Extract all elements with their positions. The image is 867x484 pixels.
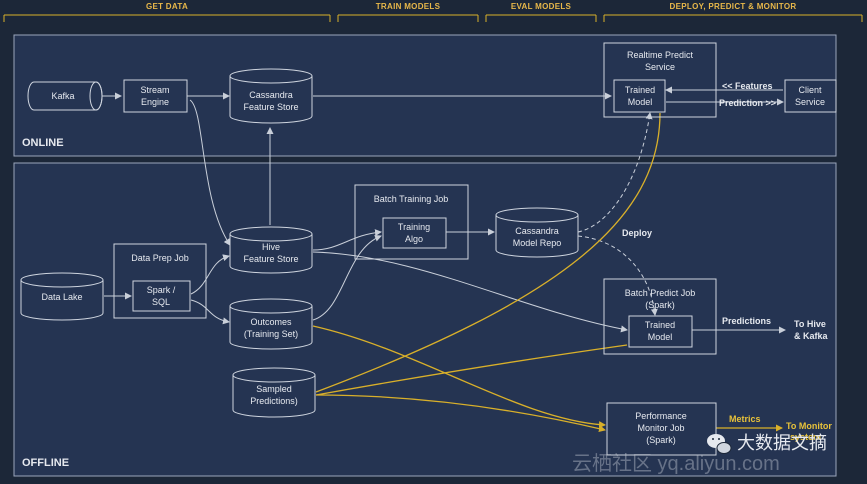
client-service-line2: Service [795,97,825,107]
training-algo-line2: Algo [405,234,423,244]
cassandra-model-repo-line2: Model Repo [513,238,562,248]
trained-model-online-line2: Model [628,97,653,107]
sampled-predictions-node: Sampled Predictions) [232,367,316,418]
stream-engine-line1: Stream [140,85,169,95]
hive-feature-store-line1: Hive [262,242,280,252]
deploy-label: Deploy [622,228,652,238]
outcomes-line1: Outcomes [250,317,292,327]
prediction-label: Prediction >> [719,98,776,108]
performance-monitor-line3: (Spark) [646,435,676,445]
phase-train-models: TRAIN MODELS [376,2,441,11]
edge-hive-training [312,229,382,251]
edge-stream-hive [189,99,231,246]
trained-model-online-box [613,79,666,113]
data-lake-label: Data Lake [41,292,82,302]
sampled-predictions-line1: Sampled [256,384,292,394]
trained-model-online-line1: Trained [625,85,655,95]
features-label: << Features [722,81,773,91]
batch-predict-line2: (Spark) [645,300,675,310]
to-monitor-label: To Monitor [786,421,832,431]
performance-monitor-line1: Performance [635,411,687,421]
trained-model-batch-line1: Trained [645,320,675,330]
trained-model-batch-line2: Model [648,332,673,342]
data-lake-node: Data Lake [20,272,104,321]
kafka-label: Kafka [51,91,74,101]
predictions-label: Predictions [722,316,771,326]
watermark: 大数据文摘 云栖社区 yq.aliyun.com [572,433,827,475]
outcomes-line2: (Training Set) [244,329,298,339]
wechat-icon [707,434,732,454]
training-algo-box [382,217,447,249]
edge-outcomes-training [312,234,382,321]
metrics-label: Metrics [729,414,761,424]
kafka-node: Kafka [27,81,103,111]
batch-training-job-node: Batch Training Job Training Algo [354,184,469,260]
watermark-brand: 大数据文摘 [737,433,827,453]
trained-model-batch-box [628,315,693,348]
phase-deploy-predict-monitor: DEPLOY, PREDICT & MONITOR [670,2,797,11]
realtime-predict-service-node: Realtime Predict Service Trained Model [603,42,717,118]
edge-spark-hive [190,254,230,295]
edge-batch-sampled [315,344,628,396]
watermark-site: 云栖社区 yq.aliyun.com [572,452,780,475]
data-prep-job-label: Data Prep Job [131,253,189,263]
batch-predict-line1: Batch Predict Job [625,288,696,298]
offline-zone [13,162,837,477]
phase-get-data: GET DATA [146,2,188,11]
phase-header: GET DATA TRAIN MODELS EVAL MODELS DEPLOY… [3,2,863,22]
client-service-line1: Client [798,85,822,95]
spark-sql-line1: Spark / [147,285,176,295]
edge-deploy-batch [577,235,658,316]
cassandra-feature-store-line1: Cassandra [249,90,293,100]
phase-eval-models: EVAL MODELS [511,2,572,11]
performance-monitor-job-node: Performance Monitor Job (Spark) [606,402,717,456]
realtime-predict-line2: Service [645,62,675,72]
edge-spark-outcomes [190,299,230,325]
to-hive-kafka-line2: & Kafka [794,331,829,341]
hive-feature-store-line2: Feature Store [243,254,298,264]
cassandra-model-repo-node: Cassandra Model Repo [495,207,579,258]
edge-outcomes-monitor [312,325,606,429]
spark-sql-line2: SQL [152,297,170,307]
realtime-predict-line1: Realtime Predict [627,50,694,60]
cassandra-feature-store-node: Cassandra Feature Store [229,68,313,124]
sampled-predictions-line2: Predictions) [250,396,298,406]
cassandra-feature-store-line2: Feature Store [243,102,298,112]
offline-zone-label: OFFLINE [22,457,69,469]
stream-engine-line2: Engine [141,97,169,107]
edge-deploy-online [577,112,653,233]
online-zone-label: ONLINE [22,137,64,149]
cassandra-model-repo-line1: Cassandra [515,226,559,236]
to-monitor-system-label: system [790,432,821,442]
hive-feature-store-node: Hive Feature Store [229,226,313,274]
client-service-node: Client Service [784,79,837,113]
spark-sql-box [132,280,191,312]
edge-sampled-monitor [315,394,606,433]
to-hive-kafka-line1: To Hive [794,319,826,329]
stream-engine-node: Stream Engine [123,79,188,113]
performance-monitor-line2: Monitor Job [637,423,684,433]
batch-predict-job-node: Batch Predict Job (Spark) Trained Model [603,278,717,355]
edge-online-sampled [315,112,661,393]
training-algo-line1: Training [398,222,430,232]
outcomes-node: Outcomes (Training Set) [229,298,313,350]
batch-training-job-label: Batch Training Job [374,194,449,204]
data-prep-job-node: Data Prep Job Spark / SQL [113,243,207,319]
